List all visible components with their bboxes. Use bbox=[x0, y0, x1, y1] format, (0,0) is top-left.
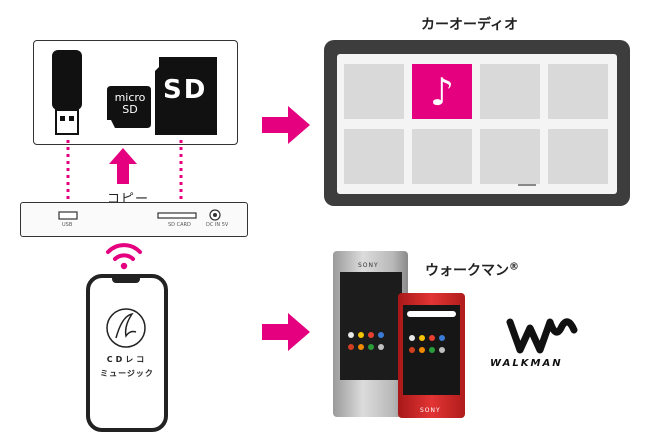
sd-card-icon: SD bbox=[155, 57, 217, 135]
walkman-red-screen bbox=[403, 305, 460, 395]
car-audio-screen: ♪ bbox=[337, 54, 617, 194]
app-name-line2: ミュージック bbox=[100, 369, 154, 378]
walkman-label: ウォークマン® bbox=[425, 261, 519, 279]
cd-reco-device bbox=[20, 202, 248, 237]
usb-stick-icon bbox=[52, 50, 82, 135]
arrow-up-icon bbox=[109, 148, 137, 184]
smartphone-icon bbox=[86, 274, 168, 432]
brand-top: SONY bbox=[358, 262, 379, 269]
phone-notch bbox=[112, 278, 140, 283]
app-name-line1: CDレコ bbox=[106, 355, 148, 364]
music-app-tile: ♪ bbox=[412, 64, 472, 119]
usb-port bbox=[58, 211, 78, 220]
app-tile bbox=[548, 129, 608, 184]
arrow-right-icon bbox=[262, 313, 310, 351]
car-audio-label: カーオーディオ bbox=[421, 17, 519, 33]
app-tile bbox=[480, 129, 540, 184]
car-screen-indicator bbox=[518, 184, 536, 186]
walkman-silver-screen bbox=[340, 272, 402, 380]
walkman-logo-icon bbox=[506, 318, 578, 354]
sd-label: SD bbox=[163, 75, 208, 105]
dotted-connectors bbox=[66, 140, 183, 202]
app-tile bbox=[412, 129, 472, 184]
brand-bottom: SONY bbox=[420, 407, 441, 414]
port-label-dc: DC IN 5V bbox=[206, 222, 229, 228]
arrow-right-icon bbox=[262, 106, 310, 144]
port-label-usb: USB bbox=[62, 222, 73, 228]
music-note-icon: ♪ bbox=[429, 69, 455, 114]
walkman-logo-text: WALKMAN bbox=[490, 358, 563, 369]
port-label-sd: SD CARD bbox=[168, 222, 191, 228]
app-tile bbox=[548, 64, 608, 119]
cd-reco-app-logo-icon bbox=[106, 308, 146, 348]
dc-port bbox=[209, 209, 221, 221]
sd-slot bbox=[157, 212, 197, 219]
app-tile bbox=[344, 129, 404, 184]
app-tile bbox=[344, 64, 404, 119]
app-tile bbox=[480, 64, 540, 119]
wifi-icon bbox=[106, 243, 142, 270]
